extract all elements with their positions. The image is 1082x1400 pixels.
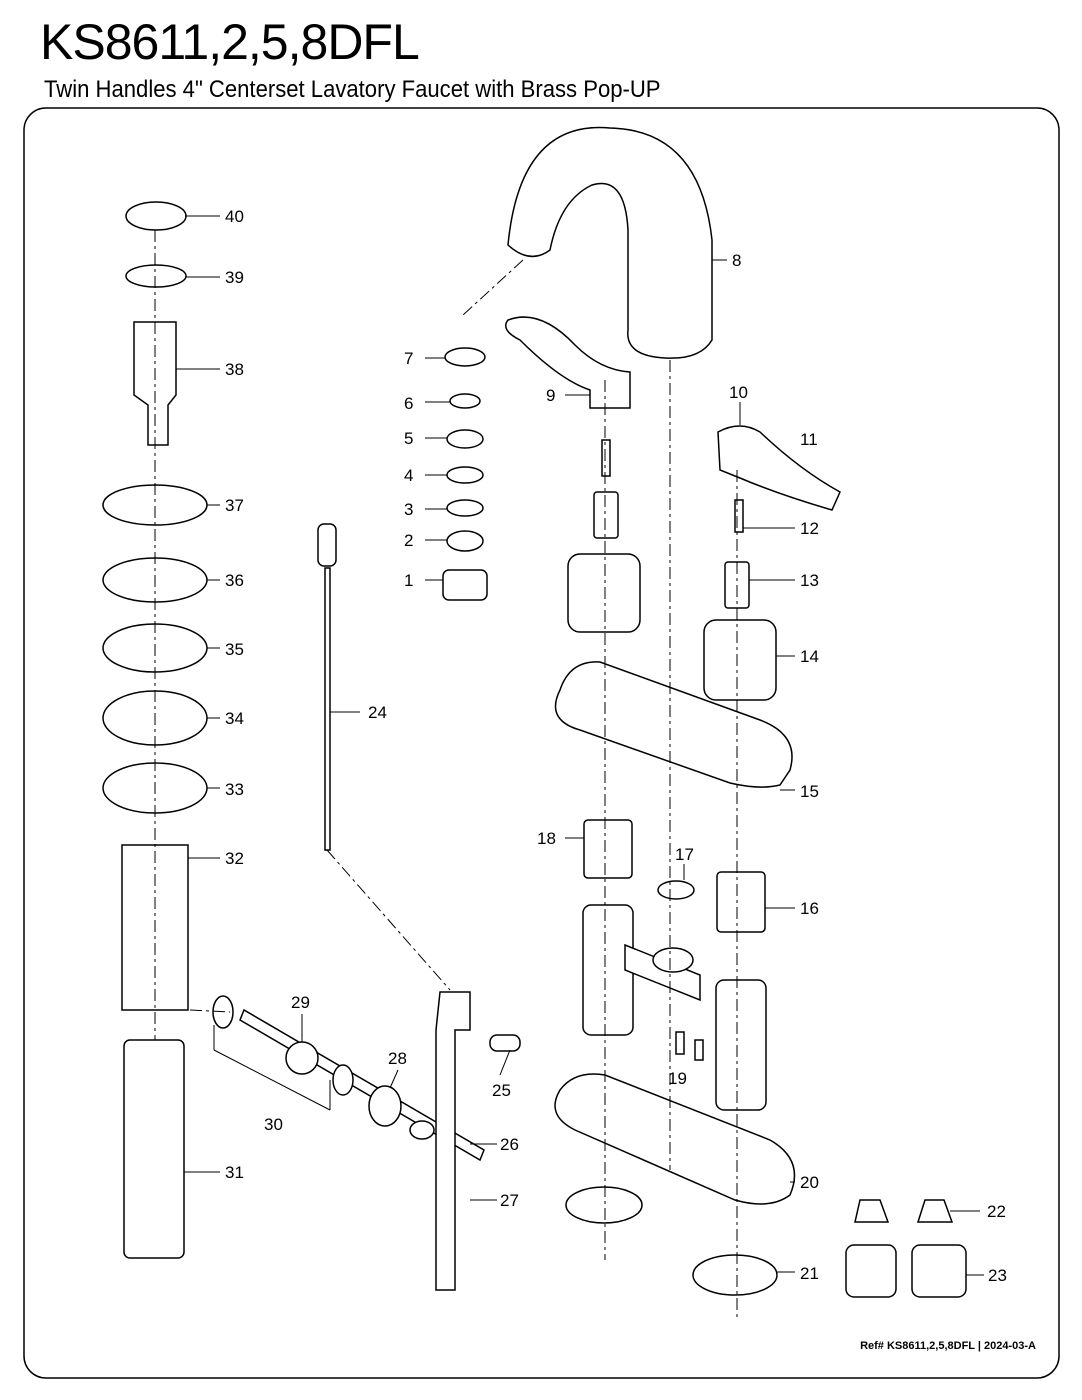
right-bonnet bbox=[703, 619, 777, 701]
callout-31: 31 bbox=[225, 1163, 244, 1182]
lift-rod-24 bbox=[324, 567, 331, 851]
callout-25: 25 bbox=[492, 1081, 511, 1100]
callout-26: 26 bbox=[500, 1135, 519, 1154]
left-adapter bbox=[593, 491, 619, 539]
callout-21: 21 bbox=[800, 1264, 819, 1283]
valve-body-right bbox=[715, 979, 767, 1111]
o-ring-17 bbox=[657, 880, 695, 900]
callout-3: 3 bbox=[404, 500, 413, 519]
left-handle bbox=[505, 316, 631, 409]
callout-33: 33 bbox=[225, 780, 244, 799]
ferrule-left bbox=[854, 1199, 890, 1223]
right-handle-screw bbox=[734, 499, 744, 533]
callout-7: 7 bbox=[404, 349, 413, 368]
callout-35: 35 bbox=[225, 640, 244, 659]
pop-up-ring bbox=[652, 947, 694, 973]
callout-17: 17 bbox=[675, 845, 694, 864]
callout-16: 16 bbox=[800, 899, 819, 918]
ferrule-right bbox=[916, 1199, 954, 1223]
mounting-nut-left bbox=[565, 1186, 643, 1224]
callout-6: 6 bbox=[404, 394, 413, 413]
spring-clip-26 bbox=[409, 1120, 435, 1140]
right-handle bbox=[717, 425, 841, 511]
coupling-nut-right bbox=[911, 1244, 967, 1298]
left-bonnet bbox=[567, 553, 641, 633]
callout-24: 24 bbox=[368, 703, 387, 722]
diagram-border bbox=[23, 107, 1060, 1379]
pivot-nut-28 bbox=[368, 1085, 402, 1127]
callout-1: 1 bbox=[404, 571, 413, 590]
spout bbox=[507, 126, 713, 359]
right-cartridge bbox=[716, 871, 766, 933]
callout-38: 38 bbox=[225, 360, 244, 379]
callout-12: 12 bbox=[800, 519, 819, 538]
parts-drawings bbox=[102, 126, 967, 1298]
callout-labels: 40 39 38 37 36 35 34 33 32 31 30 29 28 2… bbox=[225, 207, 1007, 1285]
lift-rod-knob bbox=[317, 523, 337, 567]
mount-screw-b bbox=[694, 1039, 704, 1061]
callout-28: 28 bbox=[388, 1049, 407, 1068]
mount-screw-a bbox=[675, 1031, 685, 1055]
product-description: Twin Handles 4" Centerset Lavatory Fauce… bbox=[44, 76, 661, 103]
aerator-parts bbox=[442, 347, 488, 601]
base-gasket bbox=[554, 1073, 796, 1205]
escutcheon-plate bbox=[554, 661, 793, 788]
callout-29: 29 bbox=[291, 993, 310, 1012]
callout-20: 20 bbox=[800, 1173, 819, 1192]
callout-40: 40 bbox=[225, 207, 244, 226]
callout-39: 39 bbox=[225, 268, 244, 287]
callout-34: 34 bbox=[225, 709, 244, 728]
left-handle-screw bbox=[601, 439, 611, 477]
left-cartridge bbox=[583, 819, 633, 879]
callout-8: 8 bbox=[732, 251, 741, 270]
drain-pipe-31 bbox=[123, 1039, 185, 1259]
model-number: KS8611,2,5,8DFL bbox=[40, 14, 420, 70]
callout-37: 37 bbox=[225, 496, 244, 515]
callout-32: 32 bbox=[225, 849, 244, 868]
callout-15: 15 bbox=[800, 782, 819, 801]
callout-11: 11 bbox=[800, 430, 818, 449]
callout-23: 23 bbox=[988, 1266, 1007, 1285]
callout-13: 13 bbox=[800, 571, 819, 590]
stopper-body bbox=[133, 321, 177, 446]
callout-2: 2 bbox=[404, 531, 413, 550]
pivot-washer bbox=[332, 1064, 354, 1096]
callout-4: 4 bbox=[404, 466, 413, 485]
reference-number: Ref# KS8611,2,5,8DFL | 2024-03-A bbox=[860, 1340, 1036, 1352]
stopper-cap bbox=[125, 201, 187, 231]
strap-screw-25 bbox=[489, 1034, 521, 1052]
callout-5: 5 bbox=[404, 429, 413, 448]
callout-30: 30 bbox=[264, 1115, 283, 1134]
callout-36: 36 bbox=[225, 571, 244, 590]
extension-strap-27 bbox=[435, 991, 471, 1291]
pivot-ball bbox=[285, 1041, 319, 1075]
callout-14: 14 bbox=[800, 647, 819, 666]
callout-19: 19 bbox=[668, 1069, 687, 1088]
leader-lines bbox=[176, 215, 984, 1276]
assembly-center-lines bbox=[154, 230, 738, 1320]
callout-22: 22 bbox=[987, 1202, 1006, 1221]
coupling-nut-left bbox=[845, 1244, 897, 1298]
stopper-o-ring bbox=[125, 264, 187, 288]
callout-27: 27 bbox=[500, 1191, 519, 1210]
callout-18: 18 bbox=[537, 829, 556, 848]
mounting-nut-right bbox=[692, 1254, 778, 1296]
callout-9: 9 bbox=[546, 386, 555, 405]
callout-10: 10 bbox=[729, 383, 748, 402]
